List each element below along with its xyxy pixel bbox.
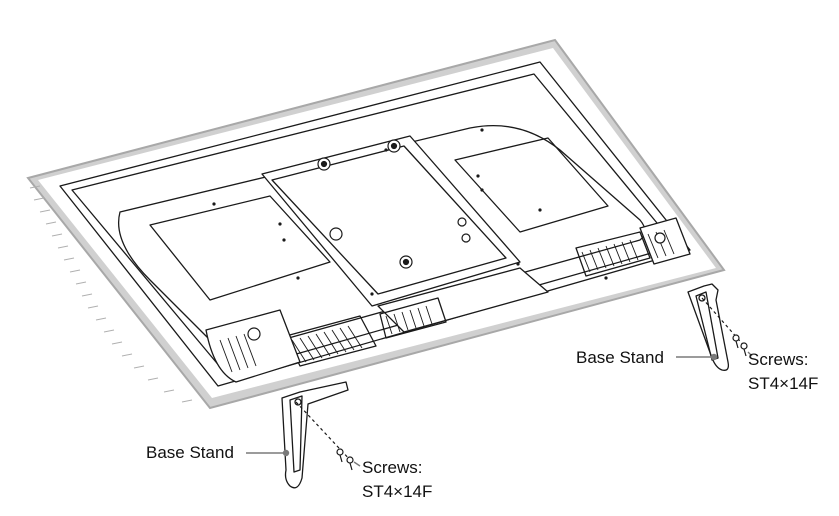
small-dots: [212, 128, 608, 296]
left-screws-spec: ST4×14F: [362, 482, 433, 501]
left-screws-label: Screws:: [362, 458, 423, 477]
left-base-stand: [281, 381, 349, 489]
right-screws-spec: ST4×14F: [748, 374, 819, 393]
right-base-stand-label: Base Stand: [576, 348, 664, 367]
mounting-holes: [247, 139, 666, 341]
left-base-stand-label: Base Stand: [146, 443, 234, 462]
label-leader-lines: [246, 351, 753, 467]
vent-grille-lines: [219, 229, 675, 373]
tv-back-panel: [59, 61, 691, 387]
left-screws: [295, 401, 354, 471]
right-screws: [701, 297, 748, 357]
right-screws-label: Screws:: [748, 350, 809, 369]
